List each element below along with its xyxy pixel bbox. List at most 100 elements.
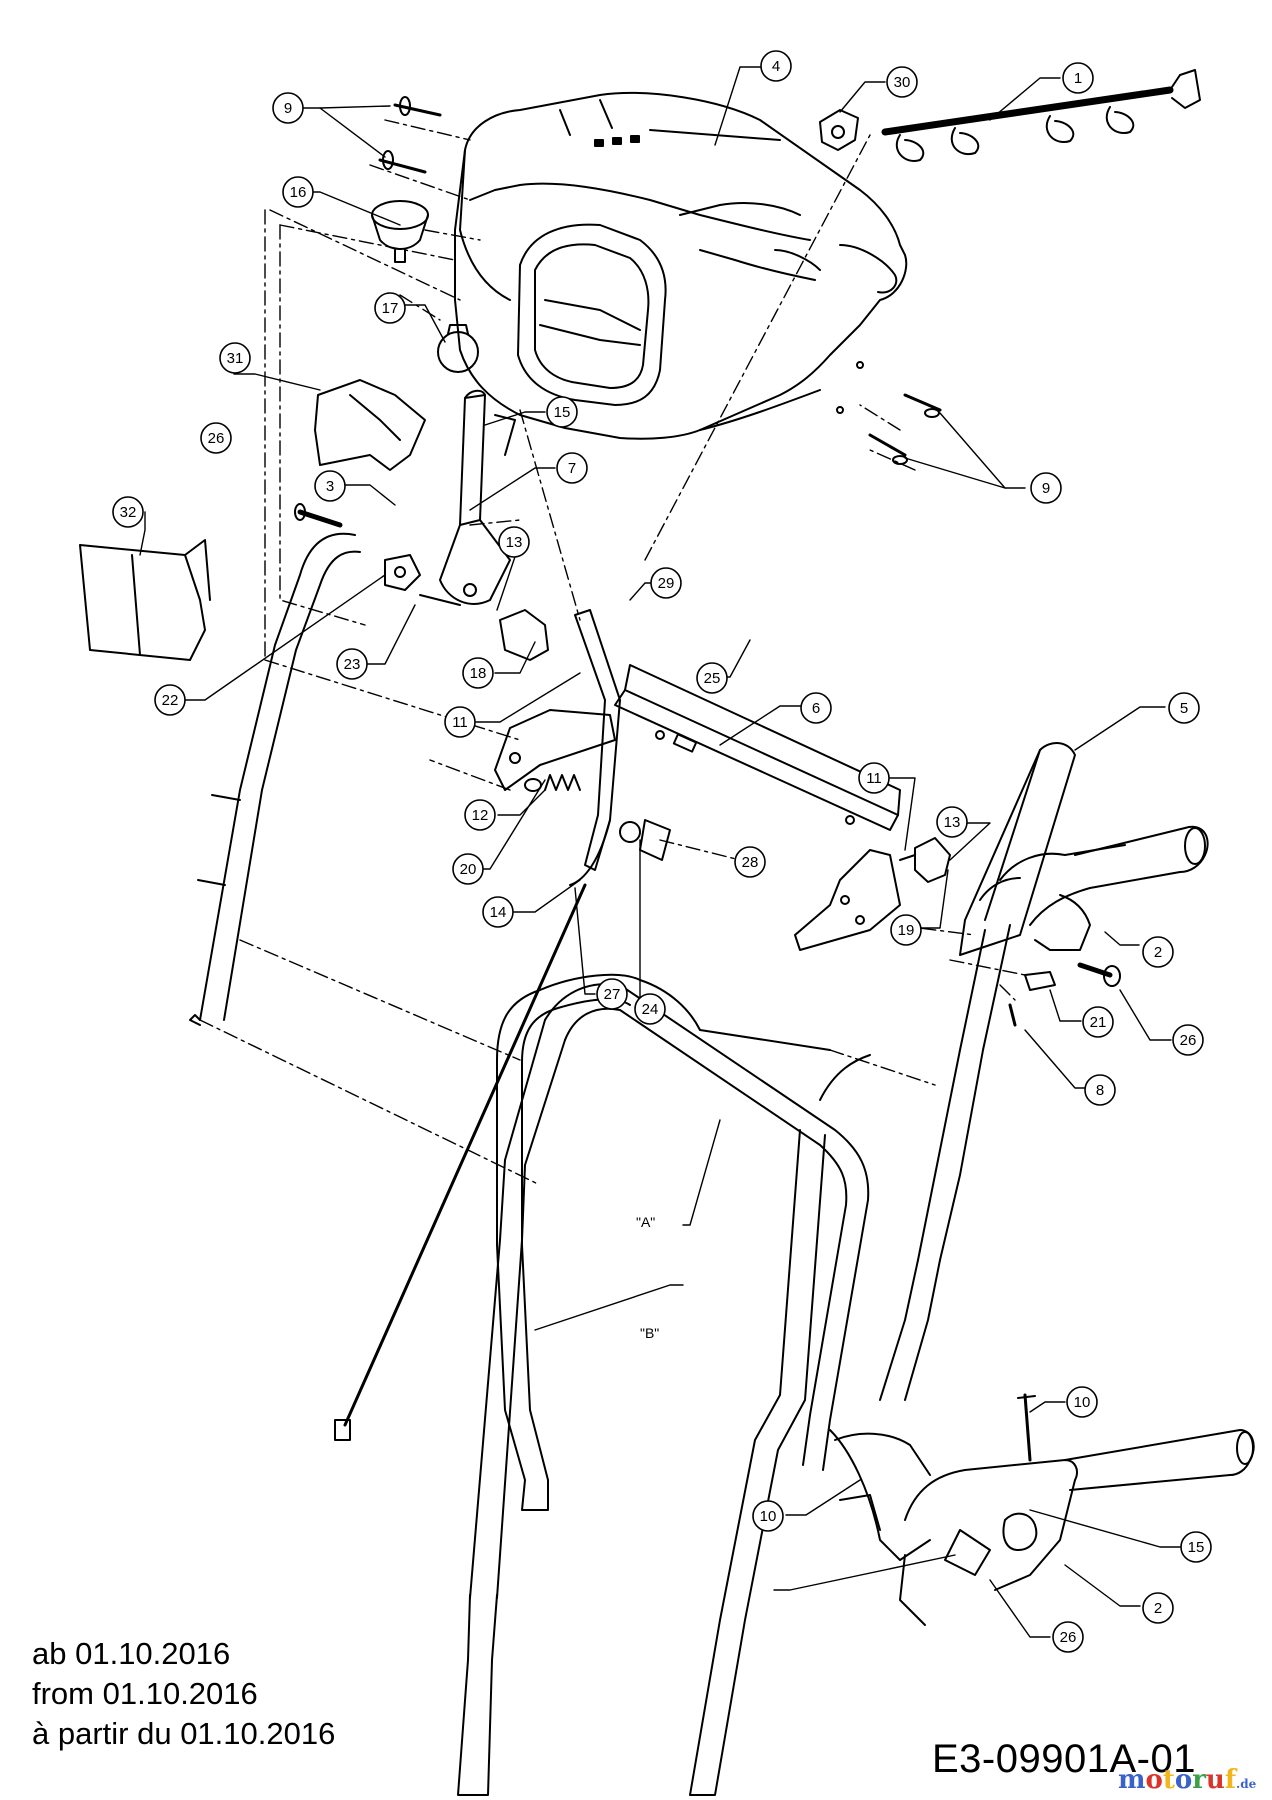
small-connector (499, 609, 549, 661)
bolts-right (868, 393, 942, 465)
callout-c27: 27 (596, 978, 628, 1010)
callout-circle (1062, 62, 1094, 94)
callout-c5: 5 (1168, 692, 1200, 724)
validity-fr: à partir du 01.10.2016 (32, 1716, 336, 1751)
callout-layer: 1223456789910101111121313141515161718192… (112, 50, 1212, 1653)
watermark-letter: f (1224, 1765, 1237, 1795)
callout-number: 26 (1180, 1032, 1197, 1049)
callout-number: 14 (490, 904, 507, 921)
callout-c20: 20 (452, 853, 484, 885)
callout-circle (760, 50, 792, 82)
callout-circle (696, 662, 728, 694)
callout-circle (462, 657, 494, 689)
callout-c31: 31 (219, 342, 251, 374)
callout-circle (154, 684, 186, 716)
handle-grip (1029, 825, 1209, 951)
callout-circle (452, 853, 484, 885)
callout-circle (1084, 1074, 1116, 1106)
bulb (437, 324, 479, 373)
callout-number: 10 (760, 1508, 777, 1525)
pin-upper-left (294, 503, 343, 528)
callout-circle (1142, 1592, 1174, 1624)
callout-c18: 18 (462, 657, 494, 689)
callout-circle (556, 452, 588, 484)
callout-c8: 8 (1084, 1074, 1116, 1106)
callout-number: 13 (944, 814, 961, 831)
callout-number: 19 (898, 922, 915, 939)
upper-handle-a (469, 983, 870, 1599)
callout-number: 3 (326, 478, 334, 495)
callout-number: 27 (604, 986, 621, 1003)
callout-number: 13 (506, 534, 523, 551)
callout-c10b: 10 (752, 1500, 784, 1532)
validity-en: from 01.10.2016 (32, 1676, 258, 1711)
cable-connector (899, 837, 951, 883)
callout-number: 11 (866, 770, 882, 787)
control-cable (334, 883, 587, 1441)
callout-c26a: 26 (200, 422, 232, 454)
callout-circle (650, 567, 682, 599)
callout-number: 28 (742, 854, 759, 871)
watermark-letter: o (1174, 1765, 1193, 1795)
pin-right (1008, 962, 1121, 1027)
callout-number: 5 (1180, 700, 1188, 717)
cable-clip (819, 109, 859, 151)
callout-c14: 14 (482, 896, 514, 928)
callout-circle (444, 706, 476, 738)
watermark-logo: motoruf.de (1118, 1765, 1256, 1795)
watermark-letter: u (1205, 1765, 1225, 1795)
callout-circle (890, 914, 922, 946)
callout-number: 4 (772, 58, 780, 75)
callout-circle (1142, 936, 1174, 968)
callout-c26c: 26 (1052, 1621, 1084, 1653)
callout-number: 7 (568, 460, 576, 477)
callout-circle (1082, 1006, 1114, 1038)
callout-c26b: 26 (1172, 1024, 1204, 1056)
callout-circle (800, 692, 832, 724)
callout-number: 15 (554, 404, 571, 421)
watermark-letter: m (1118, 1765, 1146, 1795)
callout-circle (886, 66, 918, 98)
watermark-letter: t (1162, 1765, 1175, 1795)
callout-number: 20 (460, 861, 477, 878)
watermark-text: motoruf (1118, 1765, 1236, 1795)
callout-c32: 32 (112, 496, 144, 528)
callout-c28: 28 (734, 846, 766, 878)
left-handle-tube (189, 532, 361, 1026)
callout-c11b: 11 (858, 762, 890, 794)
callout-circle (464, 799, 496, 831)
document-code: E3-09901A-01 (932, 1737, 1196, 1781)
callout-c12: 12 (464, 799, 496, 831)
crossbar (614, 664, 901, 831)
callout-number: 32 (120, 504, 137, 521)
callout-c24: 24 (634, 993, 666, 1025)
callout-circle (112, 496, 144, 528)
lower-handle-b (457, 973, 871, 1796)
callout-c15a: 15 (546, 396, 578, 428)
callout-c22: 22 (154, 684, 186, 716)
callout-c11a: 11 (444, 706, 476, 738)
callout-circle (314, 470, 346, 502)
callout-circle (336, 648, 368, 680)
shield-plate (314, 379, 426, 471)
callout-number: 17 (382, 300, 399, 317)
callout-c6: 6 (800, 692, 832, 724)
assembly-guide-lines (199, 119, 1026, 1186)
callout-circle (282, 176, 314, 208)
callout-c29: 29 (650, 567, 682, 599)
callout-circle (936, 806, 968, 838)
callout-circle (752, 1500, 784, 1532)
callout-number: 6 (812, 700, 820, 717)
left-bracket-plate (494, 709, 616, 791)
callout-c3: 3 (314, 470, 346, 502)
callout-number: 23 (344, 656, 361, 673)
callout-c25: 25 (696, 662, 728, 694)
bracket-small (384, 554, 421, 591)
callout-number: 12 (472, 807, 489, 824)
callout-c7: 7 (556, 452, 588, 484)
callout-number: 2 (1154, 1600, 1162, 1617)
reference-label-b: "B" (640, 1325, 659, 1341)
callout-circle (374, 292, 406, 324)
callout-number: 9 (284, 100, 292, 117)
